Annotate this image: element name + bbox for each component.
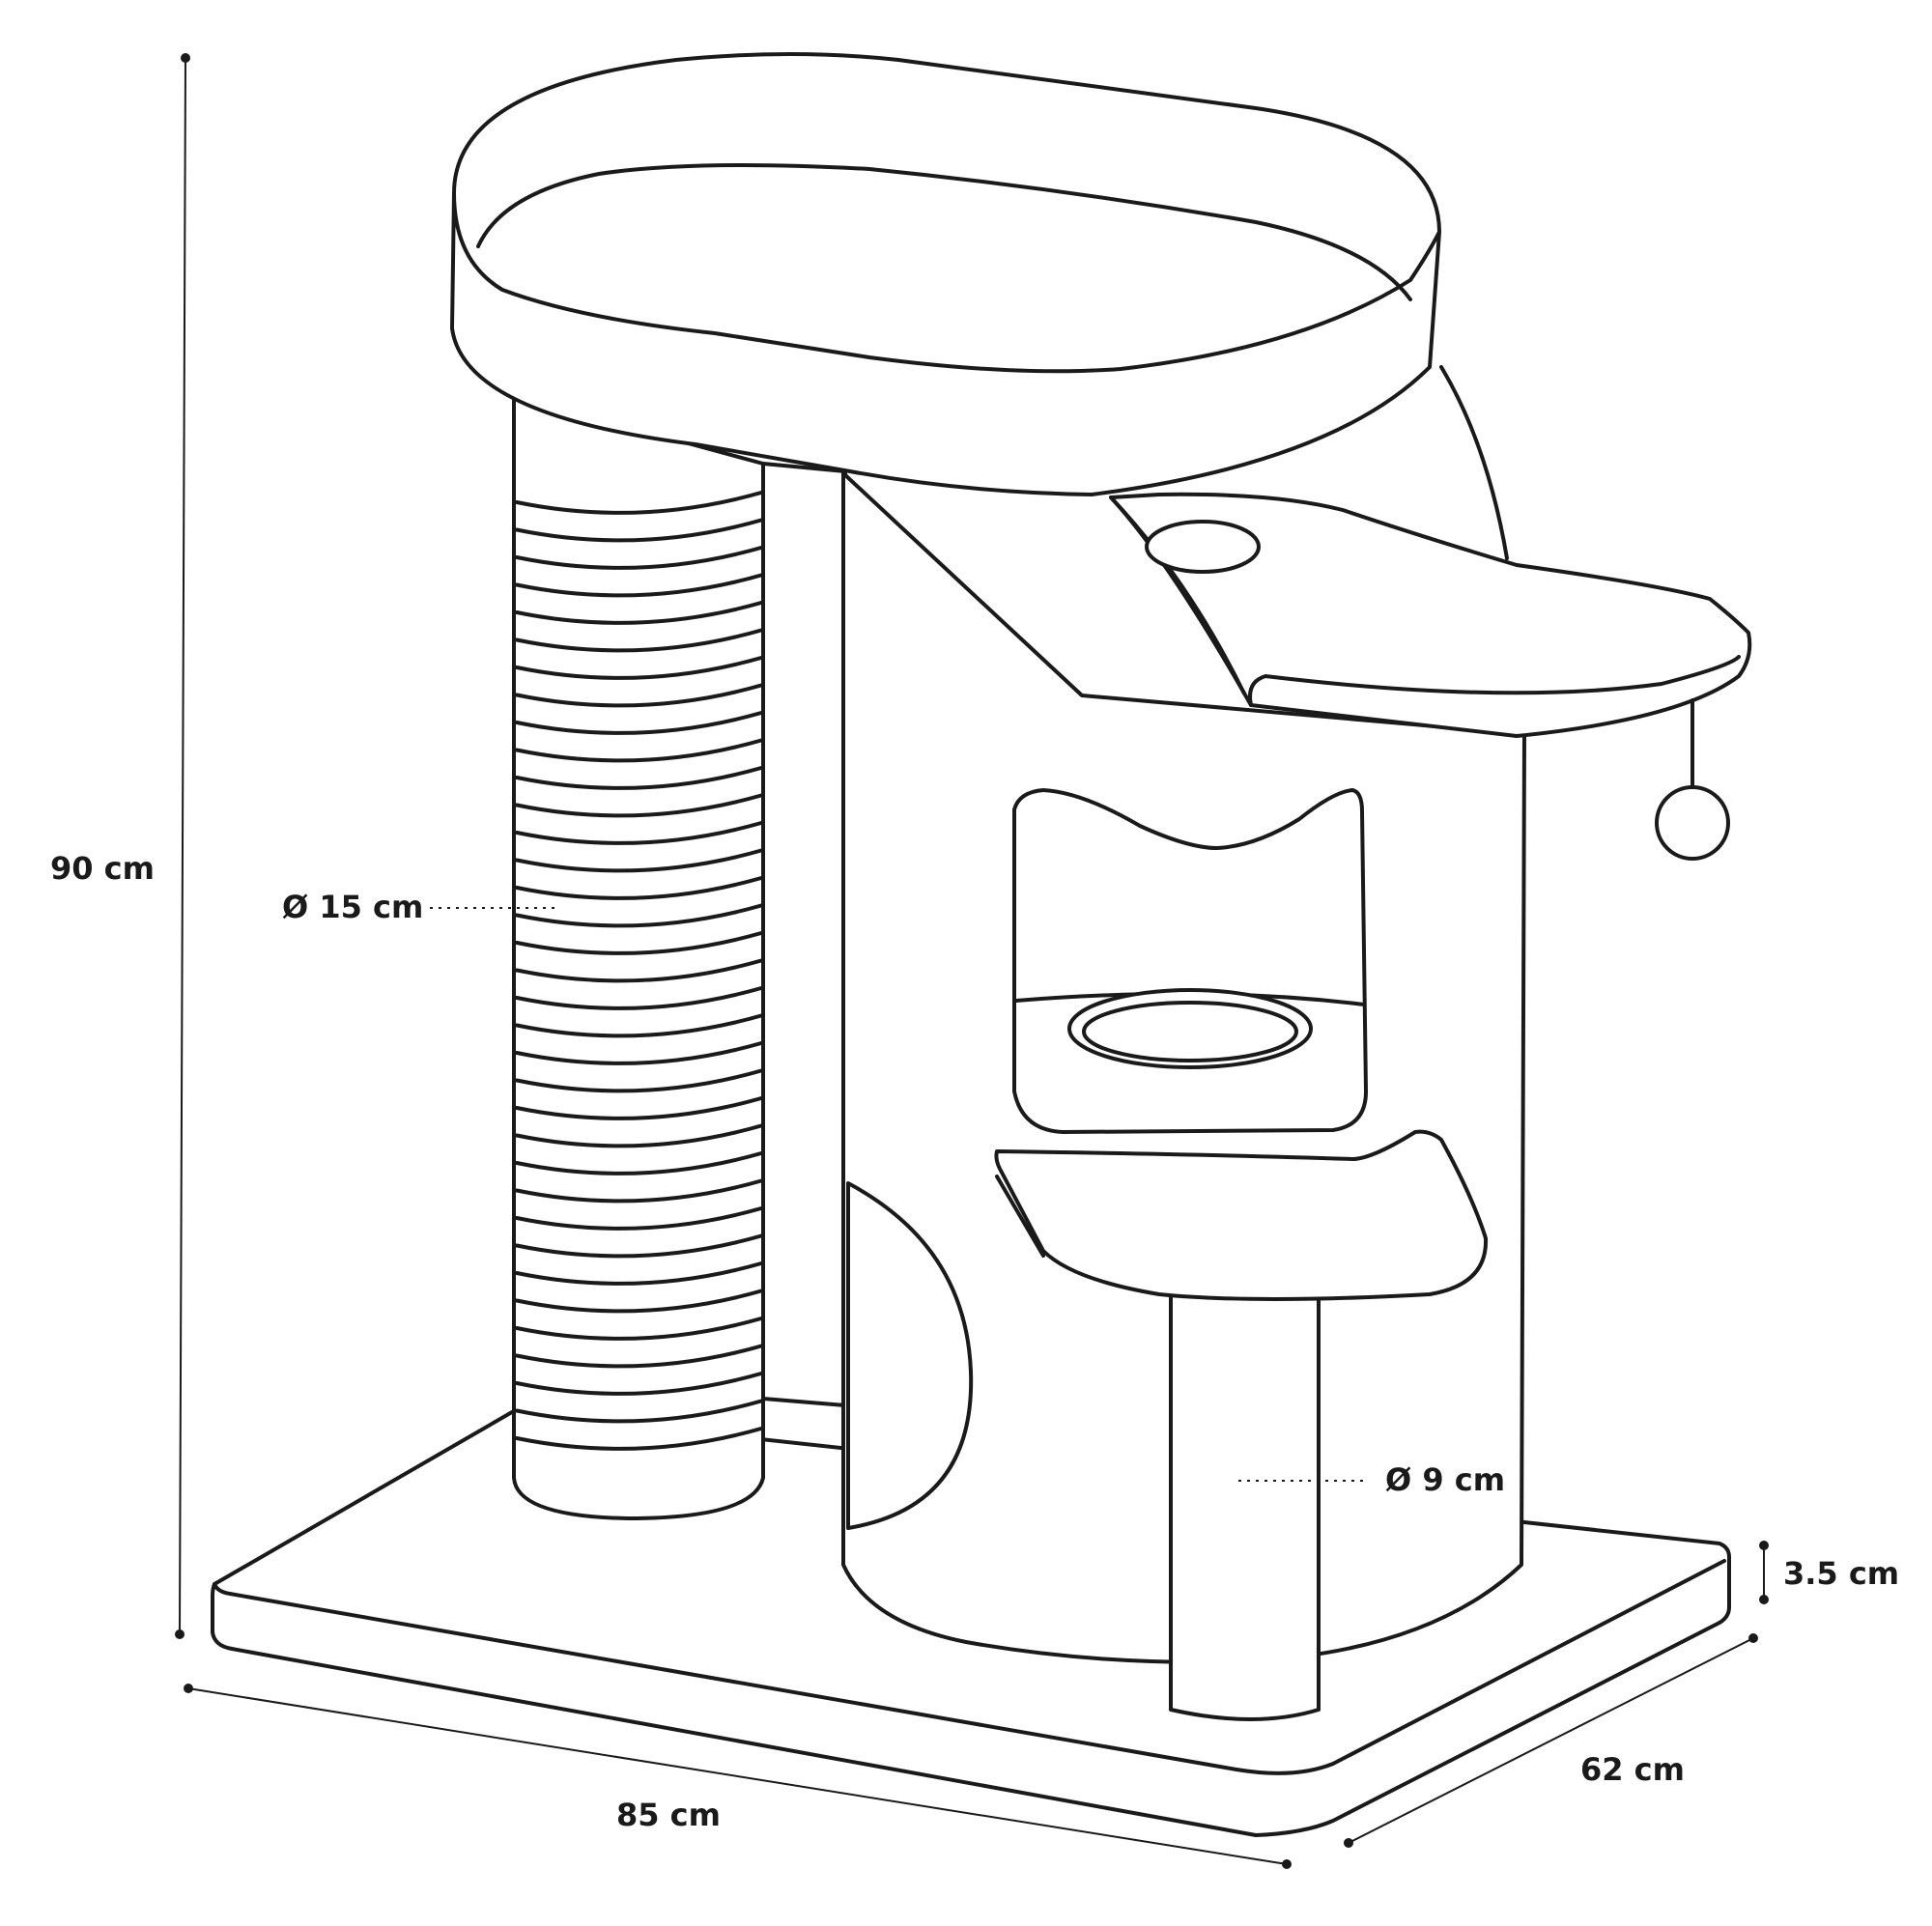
sisal-rope-ring xyxy=(515,1013,763,1038)
small-step-platform xyxy=(994,1129,1489,1721)
sisal-rope-ring xyxy=(515,1123,763,1148)
sisal-rope-ring xyxy=(515,1233,763,1259)
sisal-rope-ring xyxy=(515,1399,763,1424)
dimension-height: 90 cm xyxy=(50,53,190,1639)
sisal-rope-ring xyxy=(515,601,763,625)
sisal-rope-ring xyxy=(515,1068,763,1093)
sisal-rope-ring xyxy=(515,1178,763,1204)
sisal-rope-ring xyxy=(515,931,763,955)
sisal-rope-ring xyxy=(515,903,763,928)
sisal-rope-ring xyxy=(515,711,763,735)
sisal-rope-ring xyxy=(515,793,763,818)
sisal-rope-ring xyxy=(515,986,763,1010)
large-post-diameter-label: Ø 15 cm xyxy=(282,889,423,925)
dimension-base-thickness: 3.5 cm xyxy=(1759,1541,1899,1604)
sisal-rope-ring xyxy=(515,1317,763,1341)
top-bed xyxy=(450,52,1441,496)
upper-platform-hole xyxy=(1145,520,1261,574)
sisal-rope-ring xyxy=(515,1151,763,1175)
depth-label: 62 cm xyxy=(1580,1751,1685,1788)
dimension-width: 85 cm xyxy=(184,1684,1292,1869)
large-scratching-post xyxy=(512,394,765,1520)
sisal-rope-ring xyxy=(515,876,763,900)
sisal-rope-ring xyxy=(515,958,763,983)
sisal-rope-ring xyxy=(515,573,763,598)
upper-side-platform xyxy=(1109,492,1752,861)
sisal-rope-ring xyxy=(515,546,763,570)
sisal-rope-ring xyxy=(515,1344,763,1369)
height-label: 90 cm xyxy=(50,850,155,887)
dimension-depth: 62 cm xyxy=(1344,1633,1758,1848)
sisal-rope-ring xyxy=(515,1041,763,1065)
sisal-rope-ring xyxy=(515,738,763,763)
sisal-rope-ring xyxy=(515,1372,763,1396)
sisal-rope-ring xyxy=(515,821,763,845)
small-post-diameter-label: Ø 9 cm xyxy=(1385,1461,1505,1498)
sisal-rope-ring xyxy=(515,1096,763,1120)
dimension-small-post: Ø 9 cm xyxy=(1238,1461,1505,1498)
sisal-rope-ring xyxy=(515,1427,763,1451)
sisal-rope-ring xyxy=(515,848,763,873)
back-panel xyxy=(1439,365,1509,560)
sisal-rope-ring xyxy=(515,1261,763,1286)
sisal-rope-ring xyxy=(515,1289,763,1314)
sisal-rope-ring xyxy=(515,518,763,543)
dimension-large-post: Ø 15 cm xyxy=(282,889,555,925)
width-label: 85 cm xyxy=(616,1797,721,1833)
sisal-rope-ring xyxy=(515,1206,763,1231)
cat-ear-cubby xyxy=(1012,788,1368,1134)
sisal-rope-ring xyxy=(515,491,763,515)
sisal-rope-ring xyxy=(515,656,763,680)
sisal-rope-ring xyxy=(515,628,763,653)
sisal-rope-ring xyxy=(515,683,763,708)
toy-ball-icon xyxy=(1655,785,1730,861)
sisal-rope-ring xyxy=(515,766,763,790)
base-thickness-label: 3.5 cm xyxy=(1783,1555,1899,1592)
